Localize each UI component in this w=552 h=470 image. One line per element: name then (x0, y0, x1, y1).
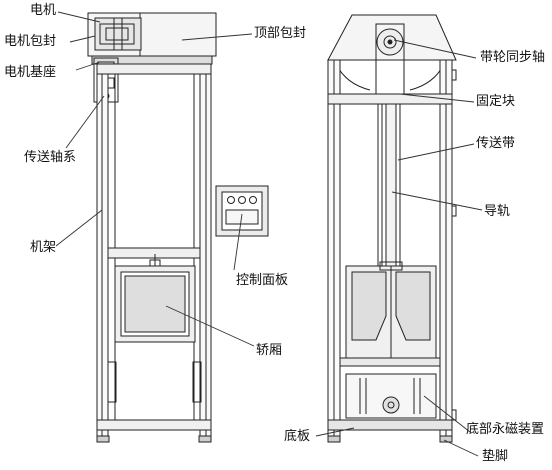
side-base-plate (328, 420, 452, 430)
motor-base (92, 56, 212, 64)
right-frame (328, 15, 456, 442)
label-frame: 机架 (30, 240, 57, 255)
label-bottom-magnet: 底部永磁装置 (466, 422, 545, 437)
label-car: 轿厢 (256, 343, 283, 358)
label-base-plate: 底板 (284, 429, 311, 444)
label-foot-pad: 垫脚 (482, 449, 509, 464)
label-motor-base: 电机基座 (4, 65, 57, 80)
label-belt: 传送带 (476, 136, 516, 151)
label-pulley-shaft: 带轮同步轴 (480, 50, 546, 65)
left-foot (97, 436, 109, 442)
label-motor-cover: 电机包封 (4, 34, 57, 49)
motor-housing (95, 18, 141, 50)
label-guide-rail: 导轨 (484, 204, 511, 219)
label-transmission-shaft: 传送轴系 (24, 150, 77, 165)
right-foot (199, 436, 211, 442)
left-frame (88, 13, 216, 442)
leader-lines (56, 12, 482, 456)
label-control-panel: 控制面板 (236, 273, 289, 288)
side-right-foot (440, 436, 452, 442)
label-motor: 电机 (30, 3, 57, 18)
label-top-cover: 顶部包封 (254, 26, 307, 41)
label-fixing-block: 固定块 (476, 94, 516, 109)
control-panel-drawing (216, 186, 268, 236)
side-left-foot (328, 436, 340, 442)
